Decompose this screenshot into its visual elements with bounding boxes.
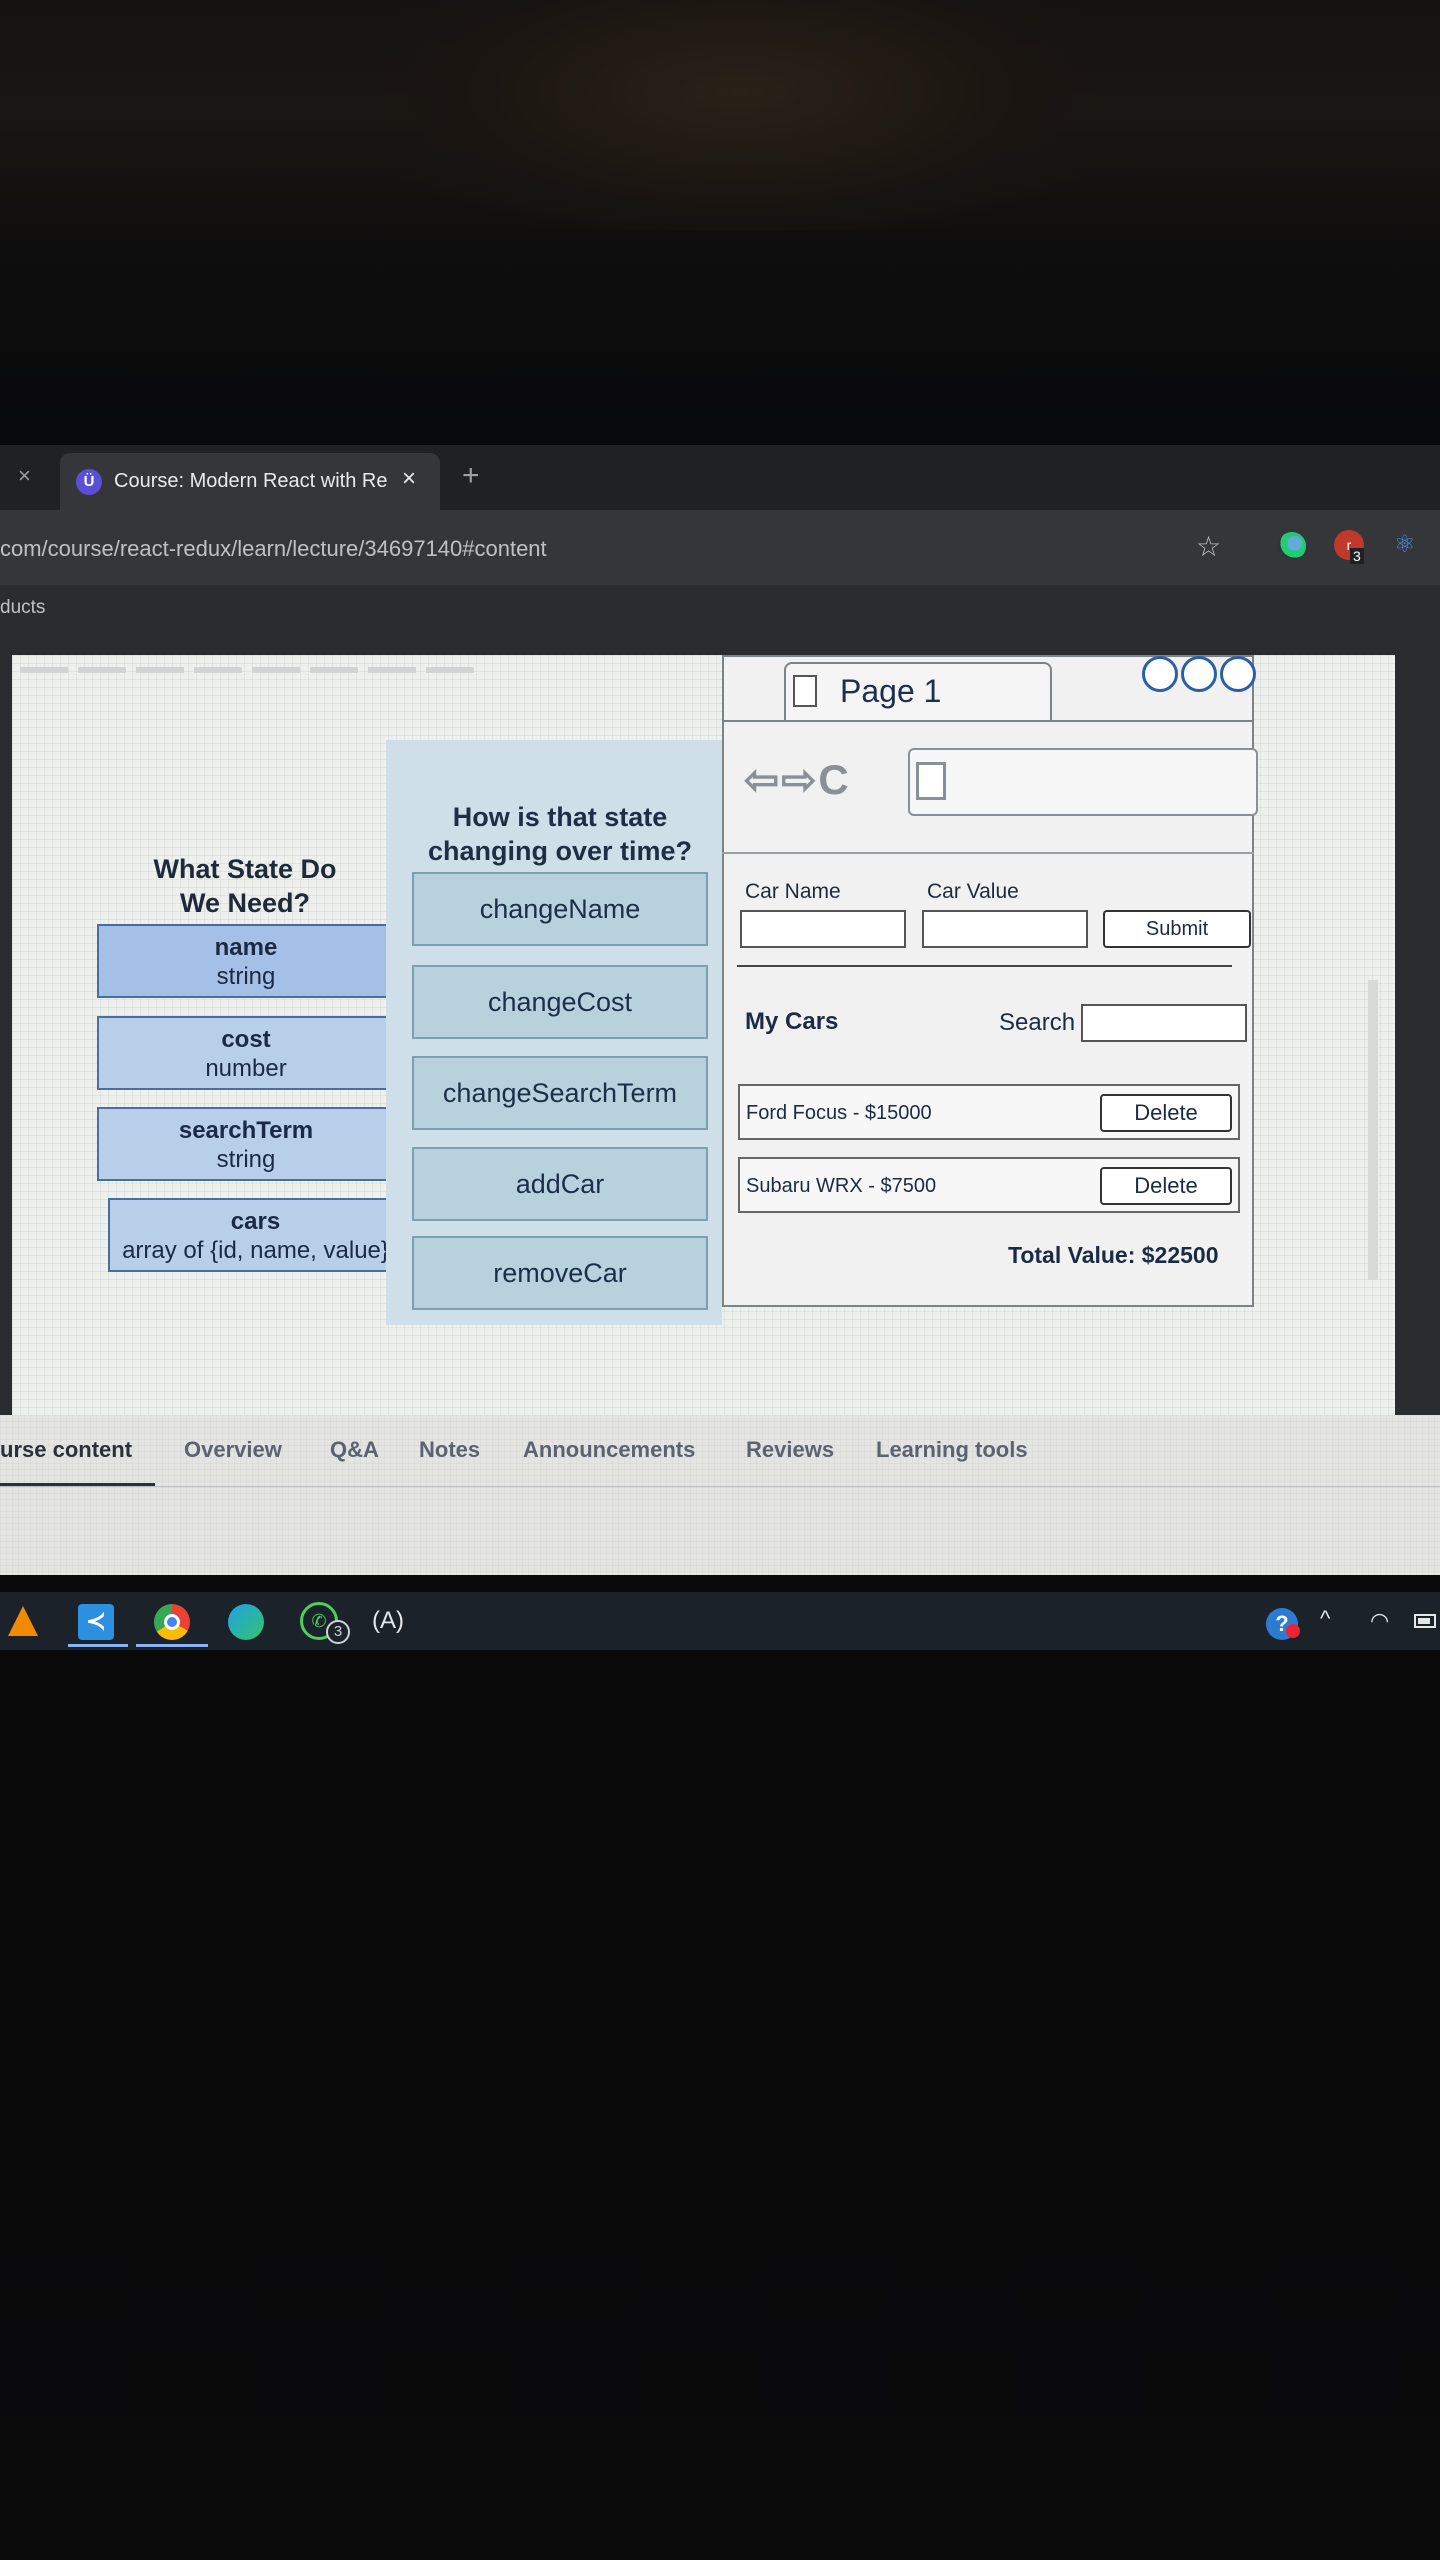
tab-qa[interactable]: Q&A <box>330 1437 379 1462</box>
page-icon <box>793 675 817 707</box>
url-text[interactable]: com/course/react-redux/learn/lecture/346… <box>0 536 547 561</box>
function-box: removeCar <box>412 1236 708 1310</box>
state-name: searchTerm <box>178 1117 314 1144</box>
car-list-item: Ford Focus - $15000 Delete <box>738 1084 1240 1140</box>
profile-avatar[interactable]: r <box>1334 530 1364 560</box>
function-box: changeName <box>412 872 708 946</box>
react-devtools-icon[interactable]: ⚛ <box>1394 531 1416 558</box>
monitor-bezel-top <box>0 0 1440 445</box>
course-tabs-bar <box>0 1415 1440 1575</box>
slide-toolbar-strip <box>20 660 700 684</box>
keyboard-language-icon[interactable]: (A) <box>372 1607 404 1634</box>
state-heading: What State Do We Need? <box>153 854 337 918</box>
search-input <box>1081 1004 1247 1042</box>
scrollbar[interactable] <box>1368 980 1378 1280</box>
battery-icon[interactable] <box>1414 1614 1436 1628</box>
mockup-page-title: Page 1 <box>840 673 942 709</box>
my-cars-heading: My Cars <box>745 1008 839 1035</box>
state-name: cost <box>221 1026 271 1053</box>
submit-button: Submit <box>1103 910 1251 948</box>
delete-button: Delete <box>1100 1167 1232 1205</box>
monitor-bezel-bottom <box>0 1650 1440 2560</box>
car-label: Subaru WRX - $7500 <box>746 1175 937 1197</box>
mockup-url-field <box>908 748 1258 816</box>
vlc-icon[interactable] <box>8 1606 38 1636</box>
state-item-cost: cost number <box>97 1016 395 1090</box>
notification-dot <box>1286 1624 1300 1638</box>
nav-arrows-icon: ⇦⇨C <box>744 756 851 803</box>
tab-overview[interactable]: Overview <box>184 1437 282 1462</box>
whatsapp-badge: 3 <box>326 1620 350 1644</box>
state-type: array of {id, name, value} <box>122 1237 389 1264</box>
mockup-tab <box>784 662 1052 722</box>
udemy-favicon-icon: Ü <box>76 469 102 495</box>
bookmark-item[interactable]: ducts <box>0 597 46 618</box>
bookmark-star-icon[interactable]: ☆ <box>1196 531 1222 562</box>
browser-tab-course[interactable]: Ü Course: Modern React with Re × <box>60 453 440 510</box>
state-item-searchterm: searchTerm string <box>97 1107 395 1181</box>
car-list-item: Subaru WRX - $7500 Delete <box>738 1157 1240 1213</box>
vscode-icon[interactable]: ≺ <box>78 1604 114 1640</box>
close-icon[interactable]: × <box>18 463 31 488</box>
state-item-cars: cars array of {id, name, value} <box>108 1198 403 1272</box>
taskbar <box>0 1592 1440 1650</box>
address-bar: com/course/react-redux/learn/lecture/346… <box>0 510 1440 585</box>
state-name: name <box>214 934 278 961</box>
active-tab-indicator <box>0 1483 155 1486</box>
window-controls <box>1142 656 1259 697</box>
extension-icon[interactable] <box>1278 532 1306 560</box>
state-item-name: name string <box>97 924 395 998</box>
function-box: addCar <box>412 1147 708 1221</box>
tab-reviews[interactable]: Reviews <box>746 1437 835 1462</box>
document-icon <box>916 762 946 800</box>
chrome-icon[interactable] <box>154 1604 190 1640</box>
edge-icon[interactable] <box>228 1604 264 1640</box>
functions-heading: How is that state changing over time? <box>427 802 693 866</box>
search-label: Search <box>999 1009 1076 1036</box>
function-box: changeSearchTerm <box>412 1056 708 1130</box>
state-type: number <box>205 1055 287 1082</box>
state-type: string <box>216 1146 276 1173</box>
bookmarks-bar: ducts <box>0 585 1440 630</box>
chevron-up-icon[interactable]: ^ <box>1320 1606 1331 1631</box>
tab-course-content[interactable]: urse content <box>0 1437 133 1462</box>
car-value-input <box>922 910 1088 948</box>
browser-tab-bar: × Ü Course: Modern React with Re × + <box>0 445 1440 510</box>
extension-badge: 3 <box>1350 548 1364 564</box>
tab-announcements[interactable]: Announcements <box>523 1437 696 1462</box>
wifi-icon[interactable]: ◠ <box>1370 1608 1390 1633</box>
tab-notes[interactable]: Notes <box>419 1437 481 1462</box>
state-name: cars <box>230 1208 281 1235</box>
total-value-text: Total Value: $22500 <box>1008 1242 1219 1268</box>
car-name-label: Car Name <box>745 880 841 903</box>
car-label: Ford Focus - $15000 <box>746 1102 932 1124</box>
tab-learning-tools[interactable]: Learning tools <box>876 1437 1028 1462</box>
tab-close-icon[interactable]: × <box>401 465 416 492</box>
function-box: changeCost <box>412 965 708 1039</box>
new-tab-button[interactable]: + <box>462 459 480 492</box>
car-name-input <box>740 910 906 948</box>
car-value-label: Car Value <box>927 880 1019 903</box>
tab-title: Course: Modern React with Re <box>114 470 388 492</box>
delete-button: Delete <box>1100 1094 1232 1132</box>
state-type: string <box>216 963 276 990</box>
